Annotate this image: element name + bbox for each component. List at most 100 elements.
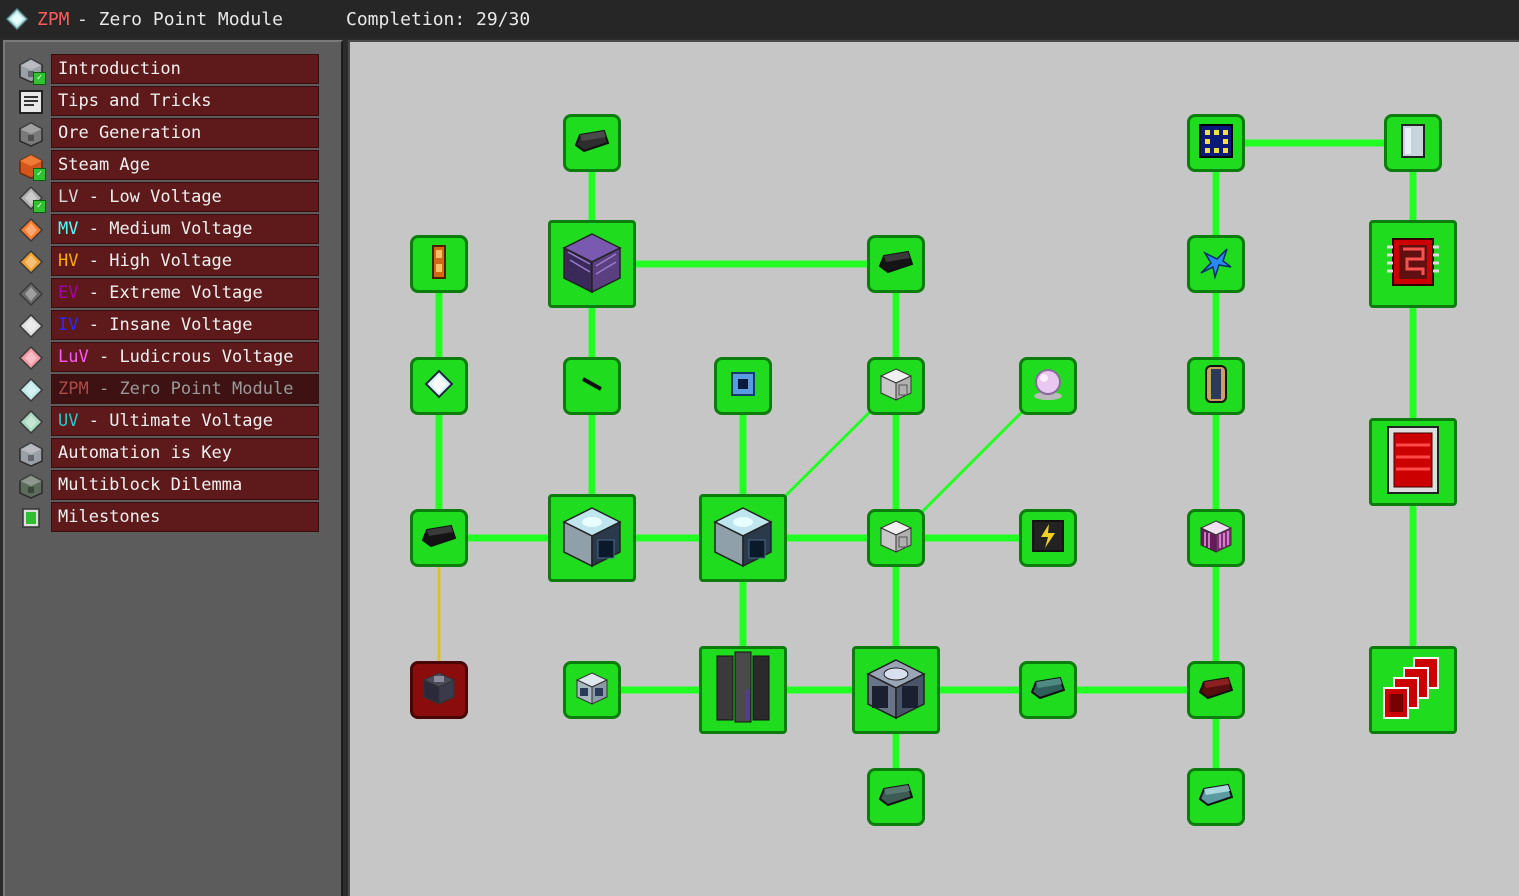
chapter-button[interactable]: HV - High Voltage: [51, 246, 319, 276]
chapter-item[interactable]: ZPM - Zero Point Module: [17, 374, 319, 405]
quest-node[interactable]: [1187, 509, 1245, 567]
chapter-label: - Extreme Voltage: [88, 283, 263, 303]
chapter-label: - Ultimate Voltage: [88, 411, 273, 431]
quest-links: [435, 139, 1417, 797]
chapter-item[interactable]: ✓ LV - Low Voltage: [17, 182, 319, 213]
quest-node[interactable]: [1187, 114, 1245, 172]
quest-node[interactable]: [1187, 357, 1245, 415]
quest-node[interactable]: [852, 646, 940, 734]
chapter-button[interactable]: Multiblock Dilemma: [51, 470, 319, 500]
chapter-item[interactable]: MV - Medium Voltage: [17, 214, 319, 245]
chapter-button[interactable]: ZPM - Zero Point Module: [51, 374, 319, 404]
quest-node[interactable]: [548, 220, 636, 308]
quest-node[interactable]: [867, 235, 925, 293]
quest-node[interactable]: [699, 646, 787, 734]
quest-node[interactable]: [410, 357, 468, 415]
chapter-button[interactable]: UV - Ultimate Voltage: [51, 406, 319, 436]
chapter-label: - High Voltage: [88, 251, 233, 271]
stone-ore-icon: [17, 120, 45, 148]
chapter-button[interactable]: IV - Insane Voltage: [51, 310, 319, 340]
chapter-item[interactable]: ✓Steam Age: [17, 150, 319, 181]
chapter-abbreviation: HV: [58, 251, 79, 271]
quest-node[interactable]: [1187, 768, 1245, 826]
quest-node[interactable]: [563, 661, 621, 719]
cyan-ingot-icon: [1198, 783, 1234, 811]
quest-node[interactable]: [563, 357, 621, 415]
chapter-button[interactable]: LuV - Ludicrous Voltage: [51, 342, 319, 372]
window-header: ZPM - Zero Point Module Completion: 29/3…: [0, 0, 1519, 38]
chapter-button[interactable]: Ore Generation: [51, 118, 319, 148]
quest-node[interactable]: [1019, 357, 1077, 415]
chapter-abbreviation: ZPM: [37, 9, 70, 30]
chapter-button[interactable]: EV - Extreme Voltage: [51, 278, 319, 308]
chapter-button[interactable]: Milestones: [51, 502, 319, 532]
hv-diamond-icon: [17, 248, 45, 276]
chapter-button[interactable]: LV - Low Voltage: [51, 182, 319, 212]
chapter-item[interactable]: IV - Insane Voltage: [17, 310, 319, 341]
quest-frame: [1019, 661, 1077, 719]
chapter-item[interactable]: Ore Generation: [17, 118, 319, 149]
book-icon: [17, 88, 45, 116]
completion-counter: Completion: 29/30: [346, 9, 531, 30]
luv-diamond-icon: [17, 344, 45, 372]
iv-diamond-icon: [17, 312, 45, 340]
quest-node[interactable]: [867, 357, 925, 415]
quest-node[interactable]: [410, 509, 468, 567]
quest-canvas[interactable]: [348, 40, 1519, 896]
completed-check-icon: ✓: [33, 72, 46, 85]
blue-spark-icon: [1197, 243, 1235, 285]
chapter-item[interactable]: Tips and Tricks: [17, 86, 319, 117]
chapter-item[interactable]: LuV - Ludicrous Voltage: [17, 342, 319, 373]
quest-node[interactable]: [1369, 220, 1457, 308]
chapter-label: - Insane Voltage: [88, 315, 253, 335]
chapter-abbreviation: UV: [58, 411, 79, 431]
chapter-item[interactable]: Multiblock Dilemma: [17, 470, 319, 501]
chapter-item[interactable]: ✓ Introduction: [17, 54, 319, 85]
red-circuit-icon: [1385, 233, 1441, 295]
machine-casing-icon: [878, 366, 914, 406]
chapter-abbreviation: LuV: [58, 347, 89, 367]
chapter-button[interactable]: Introduction: [51, 54, 319, 84]
quest-node[interactable]: [563, 114, 621, 172]
quest-node[interactable]: [410, 661, 468, 719]
lv-diamond-icon: ✓: [17, 184, 46, 213]
quest-node[interactable]: [1369, 646, 1457, 734]
blue-chip-icon: [729, 370, 757, 402]
quest-node[interactable]: [1384, 114, 1442, 172]
capacitor-icon: [1203, 364, 1229, 408]
quest-node[interactable]: [548, 494, 636, 582]
uv-diamond-icon: [17, 408, 45, 436]
chapter-item[interactable]: Milestones: [17, 502, 319, 533]
quest-frame: [410, 357, 468, 415]
wafer-chip-icon: [1197, 122, 1235, 164]
chapter-item[interactable]: Automation is Key: [17, 438, 319, 469]
chapter-label: Multiblock Dilemma: [58, 475, 243, 495]
quest-node[interactable]: [1187, 235, 1245, 293]
chapter-button[interactable]: Tips and Tricks: [51, 86, 319, 116]
chapter-item[interactable]: HV - High Voltage: [17, 246, 319, 277]
quest-node[interactable]: [867, 768, 925, 826]
ev-diamond-icon: [17, 280, 45, 308]
completed-check-icon: ✓: [33, 200, 46, 213]
machine-block-icon: [711, 504, 775, 572]
zpm-diamond-icon: [6, 8, 28, 30]
quest-node[interactable]: [1369, 418, 1457, 506]
quest-node[interactable]: [867, 509, 925, 567]
quest-node[interactable]: [699, 494, 787, 582]
chapter-button[interactable]: MV - Medium Voltage: [51, 214, 319, 244]
chapter-button[interactable]: Steam Age: [51, 150, 319, 180]
purple-coil-icon: [1198, 518, 1234, 558]
quest-node[interactable]: [1187, 661, 1245, 719]
chapter-button[interactable]: Automation is Key: [51, 438, 319, 468]
quest-node[interactable]: [714, 357, 772, 415]
purple-casing-icon: [560, 230, 624, 298]
chapter-label: Tips and Tricks: [58, 91, 212, 111]
quest-node[interactable]: [1019, 509, 1077, 567]
chapter-item[interactable]: UV - Ultimate Voltage: [17, 406, 319, 437]
quest-node[interactable]: [1019, 661, 1077, 719]
pink-orb-icon: [1030, 366, 1066, 406]
chapter-item[interactable]: EV - Extreme Voltage: [17, 278, 319, 309]
mv-diamond-icon: [17, 216, 45, 244]
quest-node[interactable]: [410, 235, 468, 293]
